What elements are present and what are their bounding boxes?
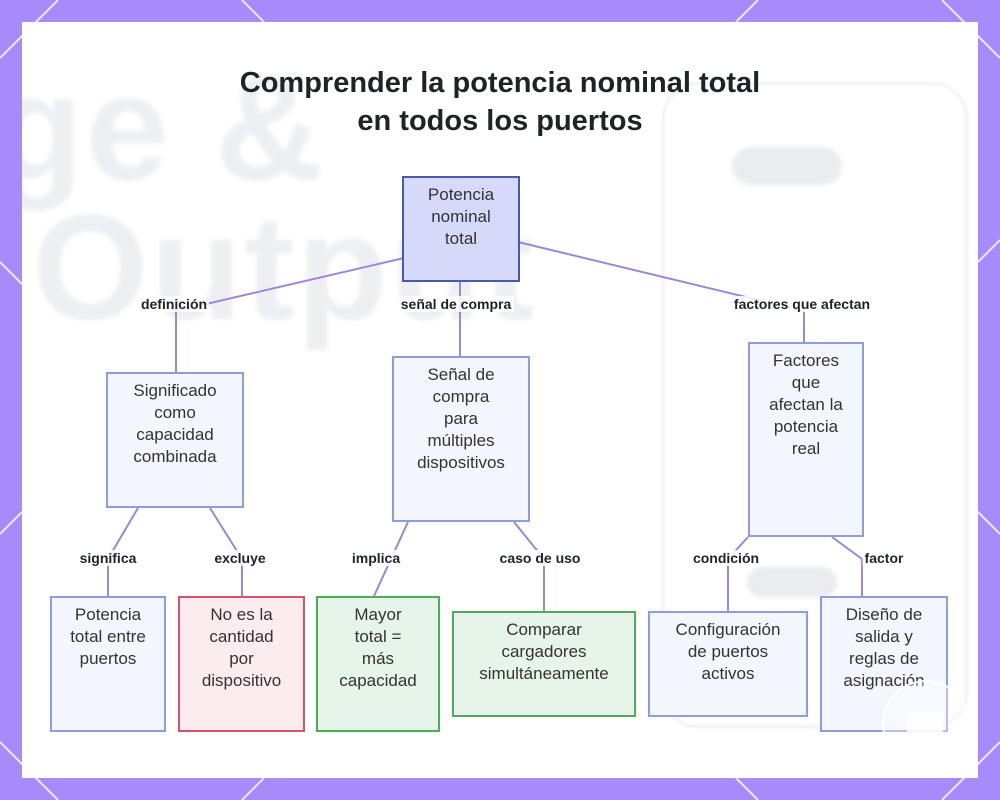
edge-label-means: significa (77, 550, 139, 566)
node-line: compra (432, 387, 490, 406)
edge-label-definition: definición (138, 296, 210, 312)
badge-square-icon (907, 712, 943, 738)
node-line: para (443, 409, 479, 428)
edge-label-use-case: caso de uso (497, 550, 583, 566)
node-line: activos (701, 664, 755, 683)
node-line: Mayor (354, 605, 402, 624)
edge-label-condition: condición (690, 550, 762, 566)
node-line: Factores (772, 351, 840, 370)
node-line: como (154, 403, 196, 422)
node-line: que (791, 373, 821, 392)
node-line: potencia (773, 417, 839, 436)
diagram-title: Comprender la potencia nominal total en … (22, 64, 978, 140)
edge-label-excludes: excluye (212, 550, 268, 566)
node-line: Potencia (427, 185, 495, 204)
node-line: más (361, 649, 395, 668)
node-line: dispositivos (417, 453, 505, 472)
node-line: No es la (210, 605, 273, 624)
background-pill (732, 147, 842, 185)
node-purchase-signal: Señal de compra para múltiples dispositi… (392, 356, 530, 522)
background-word-1: ge & (22, 43, 326, 211)
node-line: salida y (855, 627, 913, 646)
node-line: Comparar (506, 620, 582, 639)
edge-label-purchase-signal: señal de compra (398, 296, 514, 312)
node-line: simultáneamente (479, 664, 609, 683)
title-line-2: en todos los puertos (357, 105, 643, 137)
node-line: total (444, 229, 478, 248)
background-panel (662, 82, 968, 728)
node-more-capacity: Mayor total = más capacidad (316, 596, 440, 732)
node-line: múltiples (427, 431, 495, 450)
diagram-card: ge & Output Comprender la potencia nomin… (22, 22, 978, 778)
node-not-per-device: No es la cantidad por dispositivo (178, 596, 305, 732)
node-line: Diseño de (845, 605, 923, 624)
node-line: puertos (79, 649, 137, 668)
node-line: Significado (133, 381, 217, 400)
node-line: total entre (70, 627, 146, 646)
node-line: real (791, 439, 821, 458)
node-meaning-combined-capacity: Significado como capacidad combinada (106, 372, 244, 508)
node-line: Configuración (675, 620, 781, 639)
node-line: total = (354, 627, 402, 646)
node-line: afectan la (769, 395, 843, 414)
node-active-ports-config: Configuración de puertos activos (648, 611, 808, 717)
node-line: por (229, 649, 254, 668)
node-line: Potencia (74, 605, 142, 624)
node-total-rated-power: Potencia nominal total (402, 176, 520, 282)
edge-label-affecting-factors: factores que afectan (731, 296, 873, 312)
node-line: Señal de (427, 365, 495, 384)
node-line: capacidad (136, 425, 214, 444)
node-total-between-ports: Potencia total entre puertos (50, 596, 166, 732)
node-line: de puertos (687, 642, 769, 661)
node-line: cargadores (501, 642, 587, 661)
background-pill (747, 567, 837, 597)
node-line: reglas de (849, 649, 919, 668)
node-line: combinada (133, 447, 217, 466)
node-line: nominal (431, 207, 491, 226)
node-affecting-factors: Factores que afectan la potencia real (748, 342, 864, 537)
edge-label-implies: implica (349, 550, 403, 566)
node-line: dispositivo (201, 671, 282, 690)
node-line: capacidad (339, 671, 417, 690)
node-line: cantidad (209, 627, 274, 646)
node-compare-chargers: Comparar cargadores simultáneamente (452, 611, 636, 717)
title-line-1: Comprender la potencia nominal total (239, 67, 761, 99)
edge-label-factor: factor (862, 550, 906, 566)
